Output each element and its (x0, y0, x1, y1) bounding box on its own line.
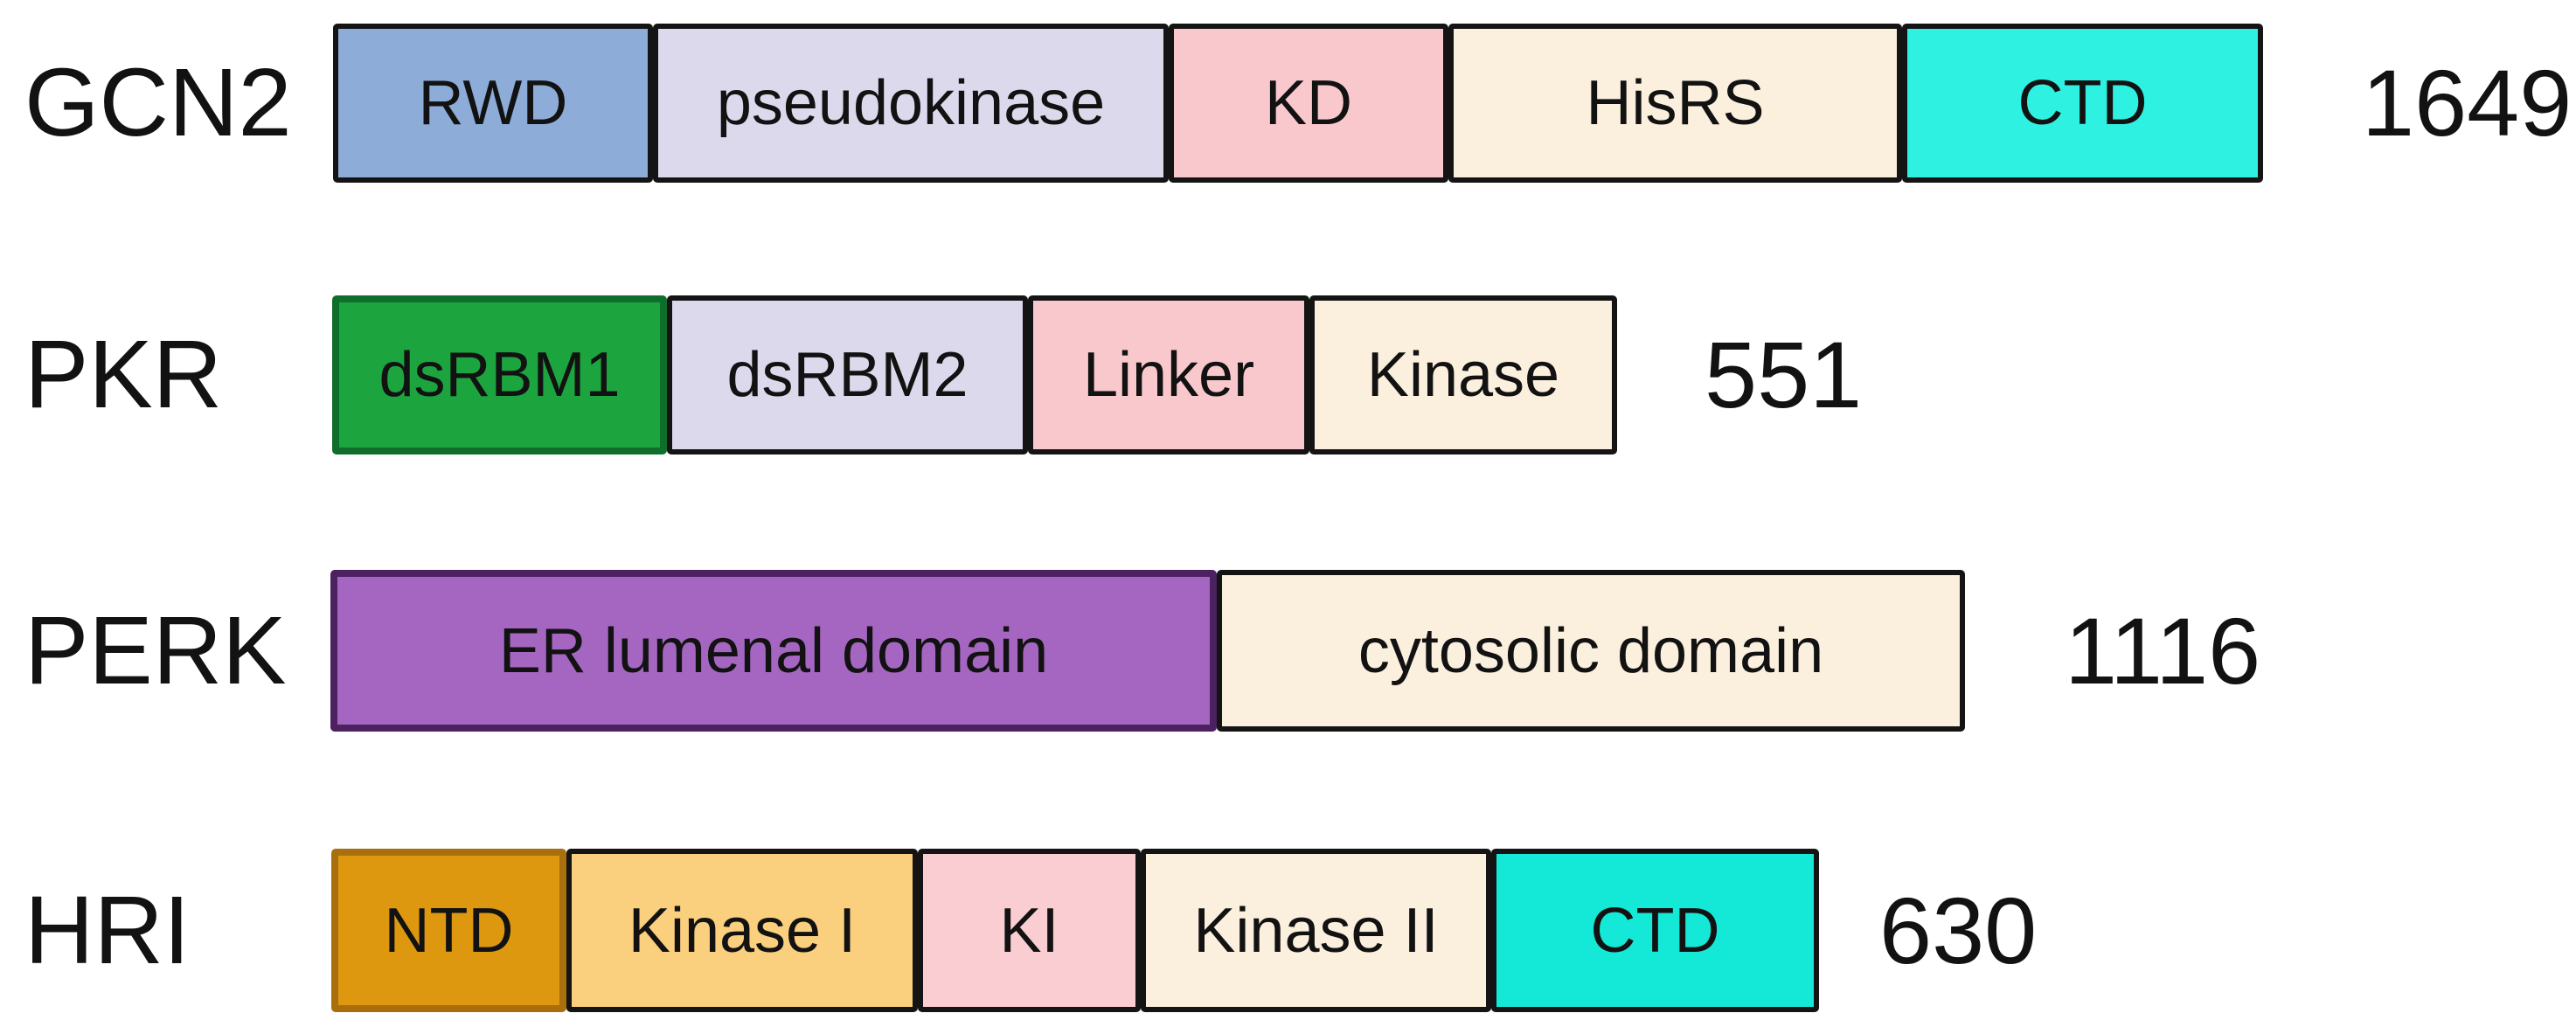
domain-box-kinase-2: Kinase II (1141, 849, 1491, 1012)
domain-label-kinase-2: Kinase II (1193, 895, 1439, 966)
domain-box-kinase-1: Kinase I (566, 849, 918, 1012)
domain-box-linker: Linker (1028, 295, 1309, 455)
protein-length-gcn2: 1649 (2362, 50, 2573, 156)
domain-box-pkr-kinase: Kinase (1309, 295, 1617, 455)
protein-name-pkr: PKR (24, 321, 223, 428)
domain-box-ntd: NTD (331, 849, 566, 1012)
domain-box-ki: KI (918, 849, 1141, 1012)
protein-length-hri: 630 (1879, 877, 2038, 983)
protein-name-perk: PERK (24, 596, 287, 704)
domain-box-pseudokinase: pseudokinase (653, 24, 1169, 183)
protein-row-hri: HRI NTD Kinase I KI Kinase II CTD 630 (0, 849, 2576, 1012)
domain-label-pseudokinase: pseudokinase (716, 68, 1106, 138)
domain-label-hisrs: HisRS (1586, 68, 1765, 138)
protein-row-pkr: PKR dsRBM1 dsRBM2 Linker Kinase 551 (0, 295, 2576, 455)
domain-label-er-lumenal: ER lumenal domain (498, 615, 1049, 686)
domain-box-kd: KD (1169, 24, 1448, 183)
domain-label-rwd: RWD (418, 68, 568, 138)
protein-length-pkr: 551 (1705, 322, 1863, 427)
protein-name-gcn2: GCN2 (24, 49, 292, 156)
domain-box-cytosolic: cytosolic domain (1217, 570, 1965, 732)
domain-label-ki: KI (999, 895, 1059, 966)
domain-label-dsrbm1: dsRBM1 (378, 340, 621, 410)
domain-label-ntd: NTD (384, 895, 514, 966)
domain-box-er-lumenal: ER lumenal domain (330, 570, 1217, 732)
domain-label-gcn2-ctd: CTD (2017, 68, 2148, 138)
protein-row-perk: PERK ER lumenal domain cytosolic domain … (0, 570, 2576, 732)
domain-bar-hri: NTD Kinase I KI Kinase II CTD (331, 849, 1819, 1012)
domain-box-hri-ctd: CTD (1491, 849, 1819, 1012)
domain-label-kd: KD (1264, 68, 1353, 138)
domain-box-hisrs: HisRS (1448, 24, 1902, 183)
domain-label-cytosolic: cytosolic domain (1357, 615, 1824, 686)
domain-bar-perk: ER lumenal domain cytosolic domain (330, 570, 1965, 732)
domain-label-linker: Linker (1082, 340, 1255, 410)
domain-label-dsrbm2: dsRBM2 (726, 340, 969, 410)
domain-box-dsrbm1: dsRBM1 (332, 295, 667, 455)
protein-length-perk: 1116 (2065, 597, 2261, 704)
domain-bar-gcn2: RWD pseudokinase KD HisRS CTD (333, 24, 2263, 183)
protein-name-hri: HRI (24, 876, 191, 984)
domain-bar-pkr: dsRBM1 dsRBM2 Linker Kinase (332, 295, 1617, 455)
domain-box-rwd: RWD (333, 24, 653, 183)
domain-label-hri-ctd: CTD (1590, 895, 1720, 966)
protein-row-gcn2: GCN2 RWD pseudokinase KD HisRS CTD 1649 (0, 24, 2576, 183)
domain-label-kinase-1: Kinase I (628, 895, 857, 966)
domain-box-gcn2-ctd: CTD (1902, 24, 2263, 183)
domain-label-pkr-kinase: Kinase (1366, 340, 1560, 410)
domain-box-dsrbm2: dsRBM2 (667, 295, 1028, 455)
